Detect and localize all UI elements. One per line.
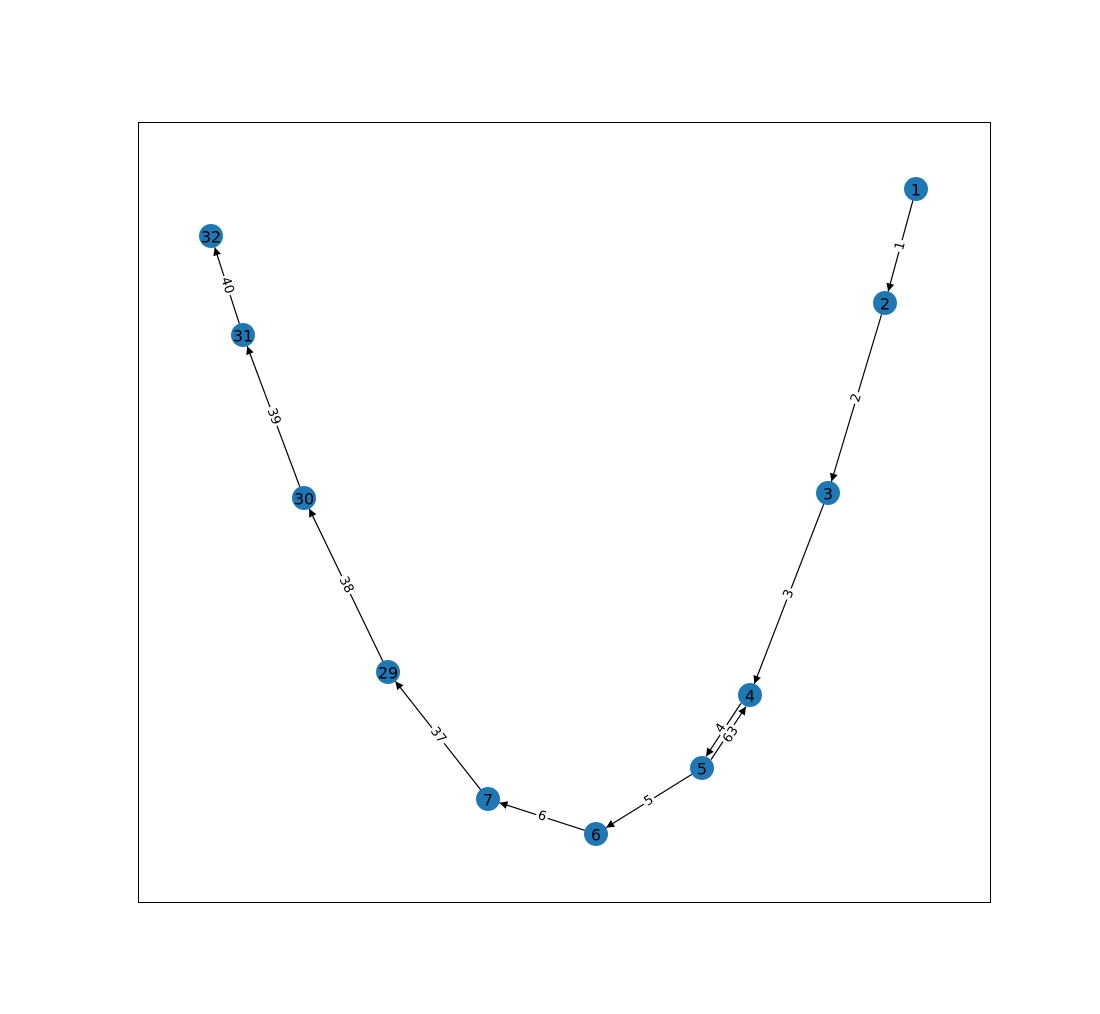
node-circle — [292, 486, 316, 510]
node-circle — [231, 323, 255, 347]
node-label: 2 — [880, 295, 890, 314]
edge-label-group-29-30: 38 — [334, 572, 358, 598]
node-5: 5 — [690, 756, 714, 780]
edge-label-background — [891, 238, 910, 254]
edge-label-group-7-29: 37 — [425, 722, 451, 749]
edge-label-background — [779, 585, 799, 603]
edge-label-group-2-3: 2 — [847, 389, 866, 407]
edge-label-group-5-6: 5 — [639, 791, 659, 811]
node-1: 1 — [904, 177, 928, 201]
node-2: 2 — [873, 291, 897, 315]
edge-label: 38 — [336, 574, 357, 595]
node-circle — [816, 481, 840, 505]
node-circle — [904, 177, 928, 201]
node-7: 7 — [476, 787, 500, 811]
edge-label-group-1-2: 1 — [891, 238, 910, 254]
node-label: 5 — [697, 760, 707, 779]
node-label: 4 — [745, 687, 755, 706]
node-6: 6 — [584, 822, 608, 846]
node-29: 29 — [376, 660, 400, 684]
edge-label: 37 — [427, 724, 449, 746]
node-label: 31 — [233, 327, 253, 346]
node-label: 6 — [591, 826, 601, 845]
edge-label-background — [216, 273, 238, 298]
node-circle — [690, 756, 714, 780]
node-label: 3 — [823, 485, 833, 504]
edge-label-background — [334, 572, 358, 598]
edge-label-group-5-4: 63 — [718, 722, 744, 748]
edge-label-background — [718, 722, 744, 748]
edge-label: 1 — [892, 240, 909, 252]
node-label: 30 — [294, 490, 314, 509]
edge-label: 40 — [217, 275, 236, 295]
node-4: 4 — [738, 683, 762, 707]
edge-label-background — [262, 404, 285, 429]
edge-label-background — [533, 807, 551, 826]
edge-label: 2 — [848, 392, 865, 404]
plot-frame — [138, 122, 991, 903]
node-30: 30 — [292, 486, 316, 510]
node-label: 29 — [378, 664, 398, 683]
edge-label-background — [425, 722, 451, 749]
node-label: 32 — [201, 228, 221, 247]
edge-label-group-6-7: 6 — [533, 807, 551, 826]
node-circle — [476, 787, 500, 811]
node-circle — [738, 683, 762, 707]
node-32: 32 — [199, 224, 223, 248]
edge-label-background — [847, 389, 866, 407]
node-circle — [873, 291, 897, 315]
edge-label-group-31-32: 40 — [216, 273, 238, 298]
node-circle — [199, 224, 223, 248]
edge-label: 39 — [264, 406, 284, 427]
edge-label-group-30-31: 39 — [262, 404, 285, 429]
edges-layer — [213, 200, 914, 831]
node-label: 7 — [483, 791, 493, 810]
node-label: 1 — [911, 181, 921, 200]
node-3: 3 — [816, 481, 840, 505]
edge-label-group-3-4: 3 — [779, 585, 799, 603]
node-circle — [376, 660, 400, 684]
node-31: 31 — [231, 323, 255, 347]
node-circle — [584, 822, 608, 846]
edge-label-background — [639, 791, 659, 811]
